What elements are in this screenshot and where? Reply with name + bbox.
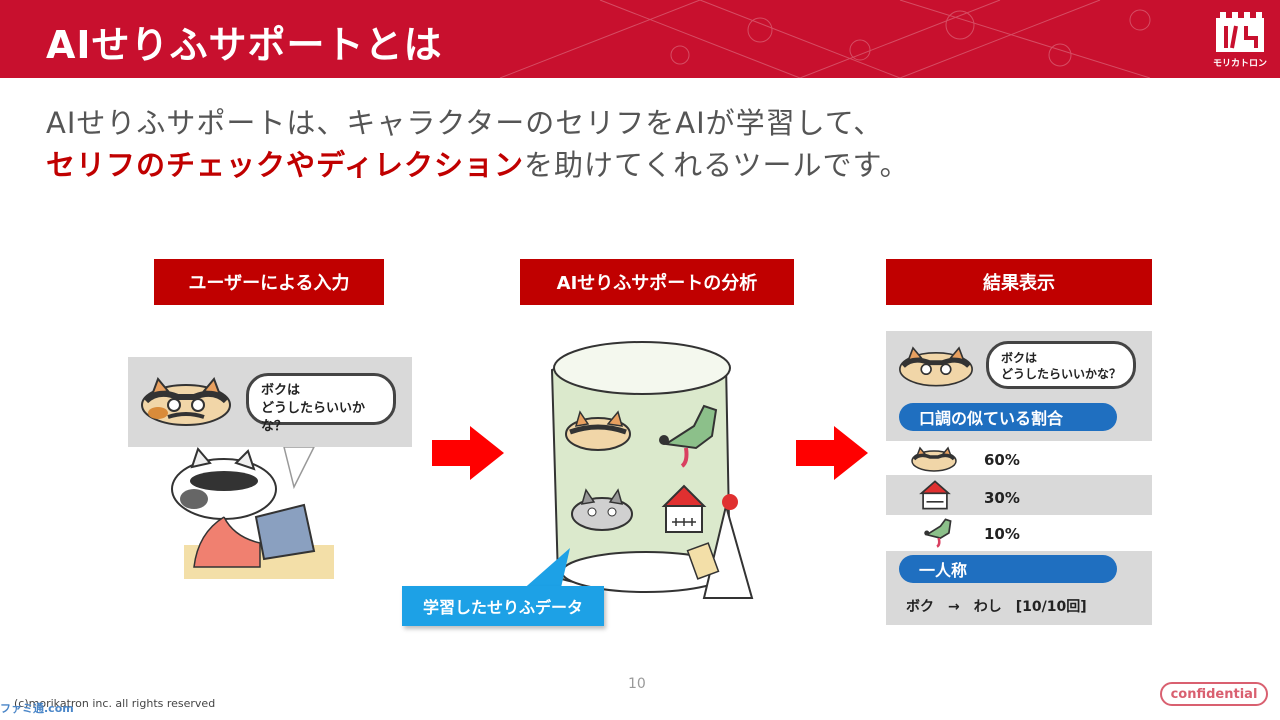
cat-mustache-icon (899, 346, 973, 387)
input-bubble-line-1: ボクは (261, 383, 301, 398)
intro-line-2: セリフのチェックやディレクションを助けてくれるツールです。 (46, 144, 910, 186)
tone-percent: 60% (984, 451, 1020, 469)
pronoun-section: 一人称 (886, 551, 1152, 625)
tone-percent: 30% (984, 489, 1020, 507)
header-pattern (499, 0, 1151, 78)
tone-row: 60% (886, 441, 1152, 475)
arrow-right-icon (432, 426, 504, 480)
first-person-title: 一人称 (899, 555, 1117, 583)
dog-icon (924, 518, 952, 548)
copyright-text: (c)morikatron inc. all rights reserved (14, 697, 216, 710)
logo-text: モリカトロン (1212, 59, 1267, 69)
tone-percent: 10% (984, 525, 1020, 543)
watermark-text: ファミ通.com (0, 702, 74, 715)
input-speech-panel: ボクは どうしたらいいかな？ (128, 357, 412, 447)
tone-row: 10% (886, 515, 1152, 551)
tone-header-row: 口調の似ている割合 (886, 401, 1152, 441)
header-bar: AIせりふサポートとは モリカトロン (0, 0, 1280, 78)
intro-highlight: セリフのチェックやディレクション (46, 148, 524, 182)
result-bubble-line-1: ボクは (1001, 351, 1038, 365)
training-data-tooltip: 学習したせりふデータ (402, 586, 604, 626)
result-bubble-row: ボクは どうしたらいいかな？ (886, 331, 1152, 401)
result-bubble-line-2: どうしたらいいかな？ (1001, 367, 1122, 381)
pronoun-change-text: ボク → わし [10/10回] (906, 599, 1087, 615)
tone-row: 30% (886, 475, 1152, 515)
arrow-right-icon (796, 426, 868, 480)
intro-line-1: AIせりふサポートは、キャラクターのセリフをAIが学習して、 (46, 106, 884, 140)
intro-text: AIせりふサポートは、キャラクターのセリフをAIが学習して、 セリフのチェックや… (46, 102, 910, 186)
cat-with-laptop-illustration (171, 447, 334, 579)
step-label-analysis: AIせりふサポートの分析 (520, 259, 794, 305)
result-panel: ボクは どうしたらいいかな？ 口調の似ている割合 60% 30% 10% 一人称 (886, 331, 1152, 625)
result-speech-bubble: ボクは どうしたらいいかな？ (986, 341, 1136, 389)
slide-title: AIせりふサポートとは (46, 23, 443, 67)
cat-mustache-icon (911, 446, 957, 472)
input-speech-bubble: ボクは どうしたらいいかな？ (246, 373, 396, 434)
ai-analysis-illustration (550, 341, 754, 599)
step-label-input: ユーザーによる入力 (154, 259, 384, 305)
confidential-badge: confidential (1160, 682, 1268, 706)
intro-line-2-rest: を助けてくれるツールです。 (523, 148, 910, 182)
tooltip-pointer (520, 548, 570, 592)
tone-similarity-title: 口調の似ている割合 (899, 403, 1117, 431)
house-robot-icon (919, 480, 951, 510)
page-number: 10 (628, 676, 646, 692)
input-bubble-line-2: どうしたらいいかな？ (261, 401, 366, 434)
cat-mustache-icon (141, 377, 231, 426)
step-label-result: 結果表示 (886, 259, 1152, 305)
morikatron-logo-icon (1216, 12, 1264, 52)
